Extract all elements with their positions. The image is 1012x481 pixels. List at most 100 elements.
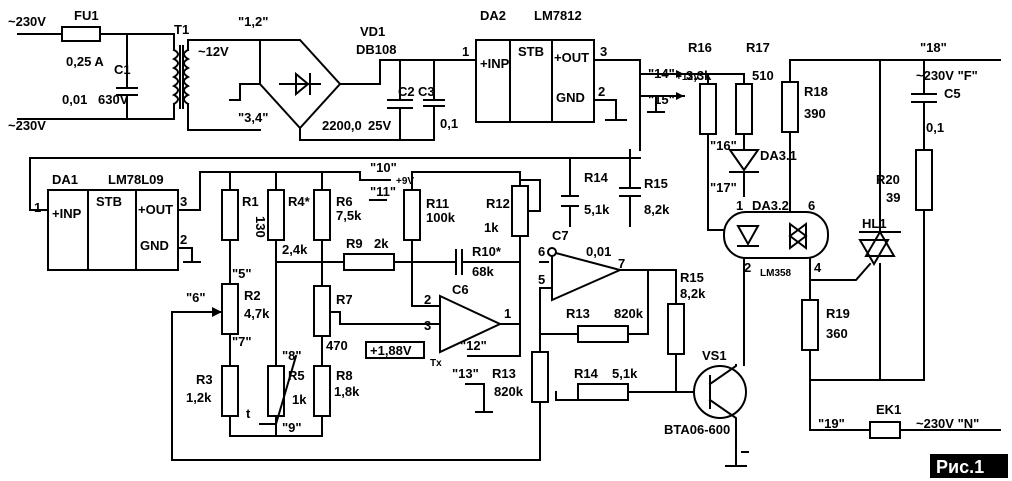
da1-out: +OUT xyxy=(138,202,173,217)
vd1-ref: VD1 xyxy=(360,24,385,39)
r14-value: 5,1k xyxy=(612,366,638,381)
r7-ref: R7 xyxy=(336,292,353,307)
da1-ref: DA1 xyxy=(52,172,78,187)
node-6: "6" xyxy=(186,290,206,305)
heater-ek1 xyxy=(869,421,901,439)
da2-ref: DA2 xyxy=(480,8,506,23)
c3-value: 0,1 xyxy=(440,116,458,131)
node-10: "10" xyxy=(370,160,397,175)
c3-ref: C3 xyxy=(418,84,435,99)
c2-value: 2200,0 xyxy=(322,118,362,133)
r1-ref: R1 xyxy=(242,194,259,209)
da2-inp: +INP xyxy=(480,56,510,71)
da2-pin2: 2 xyxy=(598,84,605,99)
r15-ref: R15 xyxy=(680,270,704,285)
da1-pin3: 3 xyxy=(180,194,187,209)
r16-value: 3,3k xyxy=(686,68,712,83)
r19-value: 360 xyxy=(826,326,848,341)
da1-value: LM78L09 xyxy=(108,172,164,187)
da2-gnd: GND xyxy=(556,90,585,105)
figure-badge xyxy=(930,454,1008,478)
da3-2-ref: C7 xyxy=(552,228,569,243)
r9-ref: R9 xyxy=(346,236,363,251)
node-15: "15" xyxy=(648,92,675,107)
vu1-value: LM358 xyxy=(760,268,792,279)
c5-ref: R14 xyxy=(584,170,609,185)
resistor-r15 xyxy=(667,303,685,355)
da3-1-pin2: 2 xyxy=(424,292,431,307)
c1-ref: C1 xyxy=(114,62,131,77)
resistor-r19 xyxy=(801,299,819,351)
r7-value: 470 xyxy=(326,338,348,353)
da3-2-value: 0,01 xyxy=(586,244,611,259)
r5-ref: R5 xyxy=(288,368,305,383)
r3-value: 1,2k xyxy=(186,390,212,405)
da3-2-pin5: 5 xyxy=(538,272,545,287)
t1-secondary: ~12V xyxy=(198,44,229,59)
node-13: "13" xyxy=(452,366,479,381)
r4-value: 2,4k xyxy=(282,242,308,257)
vu1-pin6: 6 xyxy=(808,198,815,213)
power-section: ~230V ~230V FU1 0,25 A C1 0,01 630V T1 ~… xyxy=(8,8,700,151)
vu1-pin1: 1 xyxy=(736,198,743,213)
resistor-r13 xyxy=(577,325,629,343)
node-9: "9" xyxy=(282,420,302,435)
ic-da2 xyxy=(475,39,595,123)
resistor-r9 xyxy=(343,253,395,271)
da3-2-pin6: 6 xyxy=(538,244,545,259)
resistor-r16 xyxy=(699,83,717,135)
r5-value: 1k xyxy=(292,392,307,407)
resistor-r10 xyxy=(403,189,421,241)
da1-pin1: 1 xyxy=(34,200,41,215)
resistor-r12 xyxy=(531,351,549,403)
resistor-r1 xyxy=(221,189,239,241)
da2-out: +OUT xyxy=(554,50,589,65)
resistor-r17 xyxy=(735,83,753,135)
ek1-ref: EK1 xyxy=(876,402,901,417)
node-3-4: "3,4" xyxy=(238,110,268,125)
vu1-pin2: 2 xyxy=(744,260,751,275)
r17-ref: R17 xyxy=(746,40,770,55)
node-8: "8" xyxy=(282,348,302,363)
r8-ref: R8 xyxy=(336,368,353,383)
vd1-value: DB108 xyxy=(356,42,396,57)
c6-value: 8,2k xyxy=(644,202,670,217)
da3-1-ref: C6 xyxy=(452,282,469,297)
opamp-da3-2 xyxy=(551,250,624,302)
node-18: "18" xyxy=(920,40,947,55)
r6-value: 7,5k xyxy=(336,208,362,223)
c1-value: 0,01 xyxy=(62,92,87,107)
trimmer-r11 xyxy=(511,185,529,237)
mains-n-label: ~230V "N" xyxy=(916,416,979,431)
fu1-value: 0,25 A xyxy=(66,54,104,69)
r15-value: 8,2k xyxy=(680,286,706,301)
da3-1-pin1: 1 xyxy=(504,306,511,321)
da1-gnd: GND xyxy=(140,238,169,253)
fu1-ref: FU1 xyxy=(74,8,99,23)
r10-value: 100k xyxy=(426,210,456,225)
voltage-indicator xyxy=(365,341,425,359)
da2-stb: STB xyxy=(518,44,544,59)
r18-ref: R18 xyxy=(804,84,828,99)
c7-ref: C5 xyxy=(944,86,961,101)
c4-value: 68k xyxy=(472,264,494,279)
optocoupler-vu1 xyxy=(723,211,829,259)
r13-label: R13 xyxy=(566,306,590,321)
r16-ref: R16 xyxy=(688,40,712,55)
figure-label: Рис.1 xyxy=(936,457,984,477)
r2-value: 4,7k xyxy=(244,306,270,321)
c2-ref: C2 xyxy=(398,84,415,99)
ic-da1 xyxy=(47,189,179,271)
r12-ref: R13 xyxy=(492,366,516,381)
da1-inp: +INP xyxy=(52,206,82,221)
r19-ref: R19 xyxy=(826,306,850,321)
da1-stb: STB xyxy=(96,194,122,209)
r11-ref: R12 xyxy=(486,196,510,211)
r20-ref: R20 xyxy=(876,172,900,187)
output-section: R16 3,3k R17 510 R18 390 "18" ~230V "F" … xyxy=(683,40,1001,439)
tx-label: Tx xyxy=(430,358,442,369)
resistor-r18 xyxy=(781,81,799,133)
c4-ref: R10* xyxy=(472,244,502,259)
da3-1-pin3: 3 xyxy=(424,318,431,333)
